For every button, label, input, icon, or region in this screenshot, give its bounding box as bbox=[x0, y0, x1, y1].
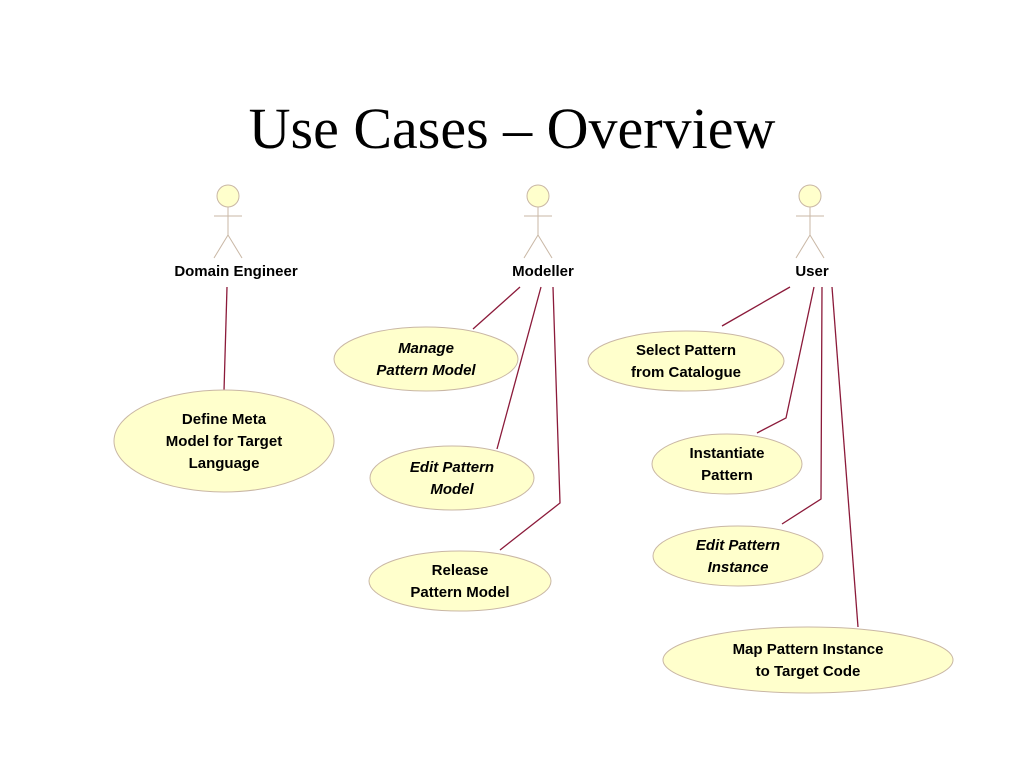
use-case-label: Map Pattern Instance bbox=[733, 641, 884, 658]
use-case-label: Language bbox=[189, 455, 260, 472]
association-line bbox=[499, 286, 561, 551]
use-case-label: Edit Pattern bbox=[410, 459, 494, 476]
use-case-select-pattern[interactable]: Select Pattern from Catalogue bbox=[587, 330, 785, 392]
association-line bbox=[472, 286, 521, 330]
actor-modeller: Modeller bbox=[512, 184, 574, 280]
use-case-ellipse bbox=[368, 550, 552, 612]
use-case-label: Pattern Model bbox=[410, 584, 509, 601]
use-case-label: Instantiate bbox=[689, 445, 764, 462]
use-case-ellipse bbox=[652, 525, 824, 587]
use-case-label: Model for Target bbox=[166, 433, 282, 450]
actor-label: User bbox=[795, 263, 829, 280]
slide-title: Use Cases – Overview bbox=[248, 96, 776, 161]
stick-figure-icon bbox=[213, 184, 243, 259]
stick-figure-icon bbox=[523, 184, 553, 259]
use-case-label: to Target Code bbox=[756, 663, 861, 680]
association-line bbox=[756, 286, 815, 434]
use-case-label: Define Meta bbox=[182, 411, 267, 428]
actors: Domain Engineer Modeller User bbox=[174, 184, 829, 280]
use-case-ellipse bbox=[651, 433, 803, 495]
use-case-label: Release bbox=[432, 562, 489, 579]
use-case-ellipse bbox=[662, 626, 954, 694]
stick-figure-icon bbox=[795, 184, 825, 259]
association-line bbox=[781, 286, 823, 525]
use-case-label: from Catalogue bbox=[631, 364, 741, 381]
use-case-label: Edit Pattern bbox=[696, 537, 780, 554]
use-case-ellipse bbox=[587, 330, 785, 392]
use-case-label: Pattern Model bbox=[376, 362, 476, 379]
actor-domain-engineer: Domain Engineer bbox=[174, 184, 298, 280]
use-case-label: Pattern bbox=[701, 467, 753, 484]
actor-label: Domain Engineer bbox=[174, 263, 298, 280]
associations bbox=[223, 286, 859, 628]
use-case-map-pattern-instance[interactable]: Map Pattern Instance to Target Code bbox=[662, 626, 954, 694]
use-case-ellipse bbox=[333, 326, 519, 392]
use-case-label: Model bbox=[430, 481, 474, 498]
actor-label: Modeller bbox=[512, 263, 574, 280]
use-case-ellipse bbox=[113, 389, 335, 493]
association-line bbox=[831, 286, 859, 628]
use-case-ellipse bbox=[369, 445, 535, 511]
use-case-label: Select Pattern bbox=[636, 342, 736, 359]
association-line bbox=[496, 286, 542, 450]
use-case-label: Instance bbox=[708, 559, 769, 576]
association-line bbox=[721, 286, 791, 327]
actor-user: User bbox=[795, 184, 829, 280]
use-case-label: Manage bbox=[398, 340, 454, 357]
association-line bbox=[223, 286, 228, 392]
